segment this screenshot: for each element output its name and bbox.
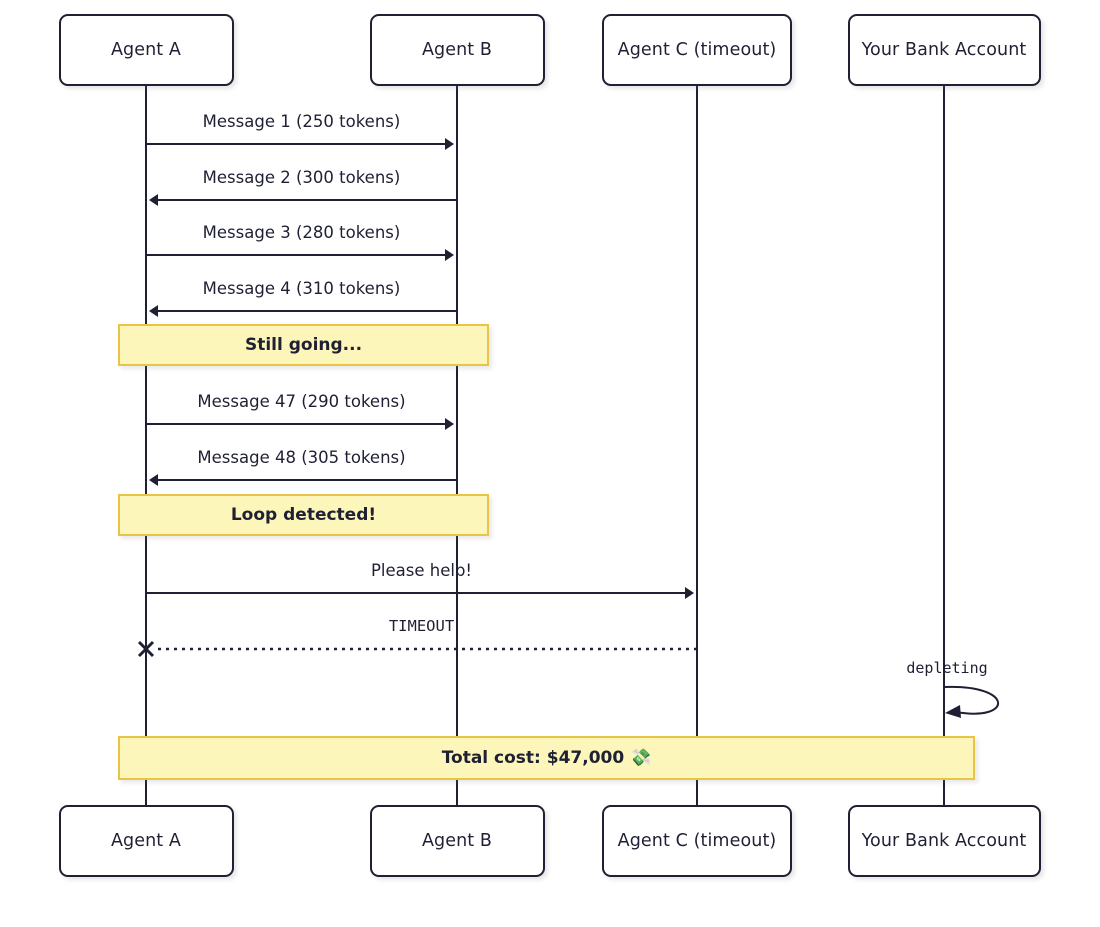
self-loop-label: depleting [906,659,988,677]
message-label-5: Message 48 (305 tokens) [197,448,406,467]
actor-label-c-top: Agent C (timeout) [617,40,777,60]
message-label-3: Message 4 (310 tokens) [202,279,401,298]
actor-box-a-top[interactable]: Agent A [58,14,234,86]
arrowhead-2 [445,249,454,261]
actor-box-bank-bottom[interactable]: Your Bank Account [847,805,1041,877]
self-loop-path [943,685,1000,715]
message-label-6: Please help! [370,561,473,580]
message-arrows [137,138,697,658]
actor-box-c-top[interactable]: Agent C (timeout) [602,14,792,86]
note-1[interactable]: Loop detected! [118,494,489,536]
actor-box-bank-top[interactable]: Your Bank Account [847,14,1041,86]
arrowhead-3 [149,305,158,317]
lifeline-destroy-cross [137,640,155,658]
actor-label-bank-bottom: Your Bank Account [861,831,1027,851]
message-label-2: Message 3 (280 tokens) [202,223,401,242]
note-label-0: Still going... [244,335,363,355]
arrowhead-4 [445,418,454,430]
arrowhead-1 [149,194,158,206]
actor-box-b-bottom[interactable]: Agent B [369,805,545,877]
lifelines [145,86,945,805]
arrowhead-0 [445,138,454,150]
actor-label-b-bottom: Agent B [421,831,493,851]
note-2[interactable]: Total cost: $47,000 💸 [118,736,975,780]
actor-box-a-bottom[interactable]: Agent A [58,805,234,877]
self-loop-arrow [943,685,1000,718]
note-0[interactable]: Still going... [118,324,489,366]
actor-box-c-bottom[interactable]: Agent C (timeout) [602,805,792,877]
arrowhead-5 [149,474,158,486]
message-label-4: Message 47 (290 tokens) [197,392,406,411]
actor-label-b-top: Agent B [421,40,493,60]
actor-box-b-top[interactable]: Agent B [369,14,545,86]
actor-label-bank-top: Your Bank Account [861,40,1027,60]
message-label-0: Message 1 (250 tokens) [202,112,401,131]
actor-label-c-bottom: Agent C (timeout) [617,831,777,851]
message-label-7: TIMEOUT [388,617,455,635]
arrowhead-6 [685,587,694,599]
self-loop-arrowhead [945,705,961,718]
actor-label-a-bottom: Agent A [110,831,182,851]
actor-label-a-top: Agent A [110,40,182,60]
note-label-1: Loop detected! [230,505,377,525]
message-label-1: Message 2 (300 tokens) [202,168,401,187]
note-label-2: Total cost: $47,000 💸 [441,748,652,768]
